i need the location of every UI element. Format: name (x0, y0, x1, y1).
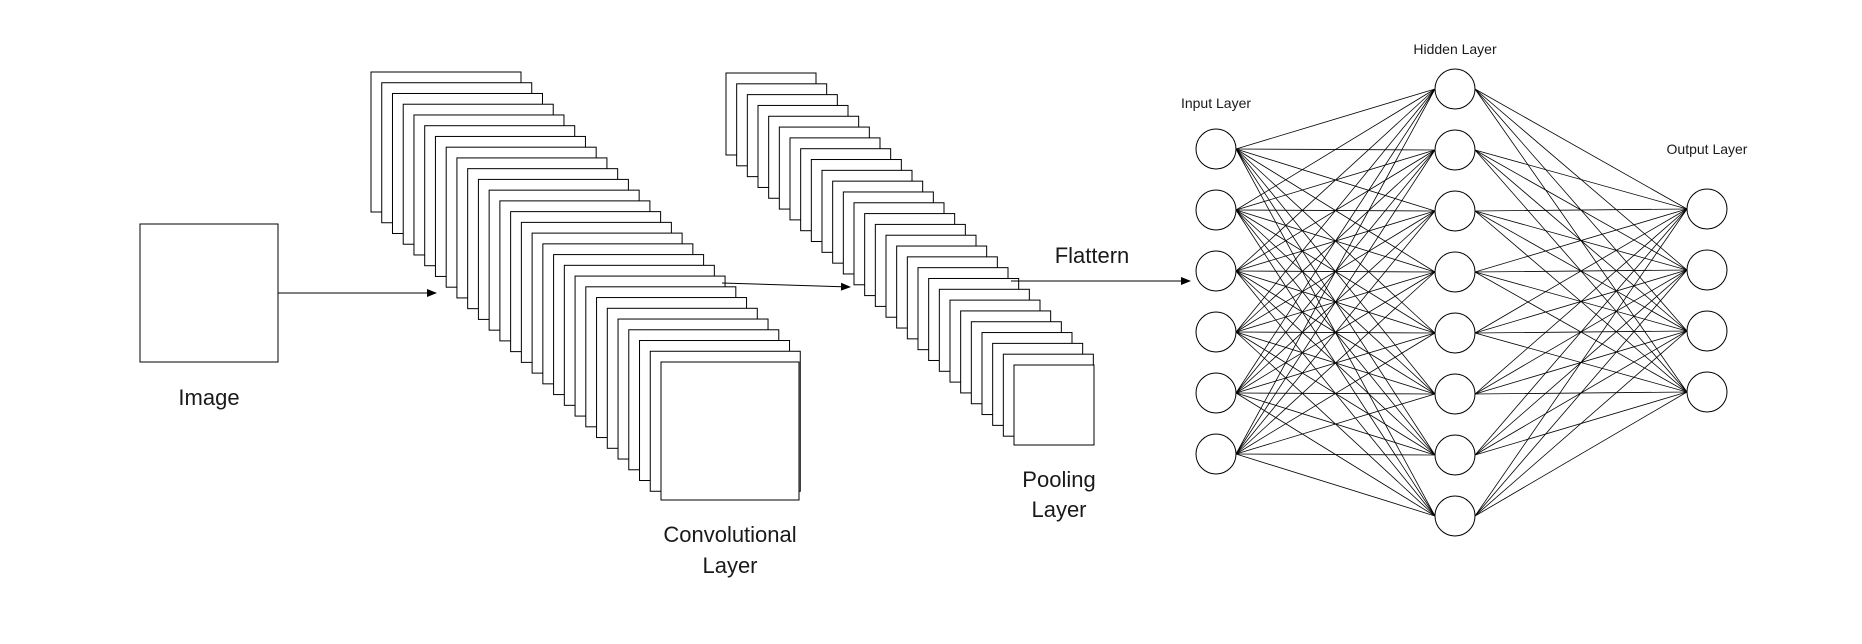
connection-input-5-hidden-1 (1235, 88, 1436, 394)
connection-input-6-hidden-4 (1235, 271, 1436, 455)
input-node-2 (1195, 189, 1237, 231)
output-node-2 (1686, 249, 1728, 291)
connection-hidden-8-output-3 (1474, 330, 1688, 517)
hidden-node-6 (1434, 373, 1476, 415)
hidden-node-4 (1434, 251, 1476, 293)
network-nodes (1195, 68, 1728, 537)
input-node-6 (1195, 433, 1237, 475)
conv-label-line1: Convolutional (663, 522, 796, 547)
input-node-3 (1195, 250, 1237, 292)
image-label: Image (178, 385, 239, 410)
connection-input-6-hidden-8 (1235, 453, 1436, 517)
connection-input-6-hidden-1 (1235, 88, 1436, 455)
hidden-node-5 (1434, 312, 1476, 354)
input-node-4 (1195, 311, 1237, 353)
input-node-5 (1195, 372, 1237, 414)
connection-hidden-7-output-1 (1474, 208, 1688, 456)
pool-label-line2: Layer (1031, 497, 1086, 522)
output-node-4 (1686, 371, 1728, 413)
conv-label-line2: Layer (702, 553, 757, 578)
hidden-node-3 (1434, 190, 1476, 232)
hidden-node-1 (1434, 68, 1476, 110)
connection-input-6-hidden-7 (1235, 453, 1436, 456)
connection-hidden-8-output-4 (1474, 391, 1688, 517)
connection-hidden-8-output-2 (1474, 269, 1688, 517)
connection-input-2-hidden-1 (1235, 88, 1436, 211)
connection-hidden-8-output-1 (1474, 208, 1688, 517)
connection-hidden-2-output-1 (1474, 149, 1688, 210)
flatten-label: Flattern (1055, 243, 1130, 268)
image-box (139, 223, 279, 363)
output-node-1 (1686, 188, 1728, 230)
hidden-node-8 (1434, 495, 1476, 537)
convolutional-layer-stack (370, 71, 801, 501)
hidden-node-2 (1434, 129, 1476, 171)
hidden-node-7 (1434, 434, 1476, 476)
connection-hidden-4-output-1 (1474, 208, 1688, 273)
hidden-layer-label: Hidden Layer (1413, 41, 1497, 57)
pooling-layer-stack (725, 72, 1095, 446)
input-node-1 (1195, 128, 1237, 170)
connection-input-6-hidden-2 (1235, 149, 1436, 455)
connection-hidden-5-output-1 (1474, 208, 1688, 334)
connection-hidden-3-output-1 (1474, 208, 1688, 212)
network-connections (1235, 88, 1688, 517)
output-layer-label: Output Layer (1667, 141, 1748, 157)
connection-input-6-hidden-6 (1235, 393, 1436, 455)
connection-input-3-hidden-1 (1235, 88, 1436, 272)
pool-label-line1: Pooling (1022, 467, 1095, 492)
output-node-3 (1686, 310, 1728, 352)
connection-input-6-hidden-5 (1235, 332, 1436, 455)
connection-input-4-hidden-1 (1235, 88, 1436, 333)
connection-input-6-hidden-3 (1235, 210, 1436, 455)
conv-map-28 (660, 361, 800, 501)
connection-input-1-hidden-1 (1235, 88, 1436, 150)
input-layer-label: Input Layer (1181, 95, 1251, 111)
pool-map-28 (1013, 364, 1095, 446)
arrow-conv-to-pool (721, 282, 851, 291)
connection-hidden-1-output-1 (1474, 88, 1688, 210)
connection-hidden-6-output-1 (1474, 208, 1688, 395)
